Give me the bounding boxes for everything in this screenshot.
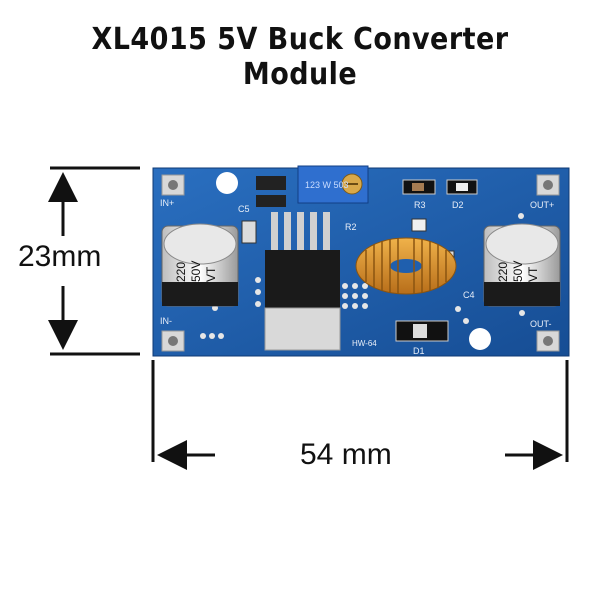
capacitor-left-value: 220 [174, 262, 188, 282]
mounting-hole [469, 328, 491, 350]
potentiometer: 123 W 503 [297, 165, 369, 204]
label-c5: C5 [238, 204, 250, 214]
capacitor-left-voltage: 50V [189, 261, 203, 282]
label-r2: R2 [345, 222, 357, 232]
capacitor-left-series: VT [204, 266, 218, 282]
terminal-label-out-plus: OUT+ [530, 200, 554, 210]
label-d1: D1 [413, 346, 425, 356]
height-dimension-label: 23mm [18, 240, 102, 273]
xl4015-chip [264, 212, 341, 351]
label-r3: R3 [414, 200, 426, 210]
capacitor-right-series: VT [526, 266, 540, 282]
inductor-coil [355, 237, 457, 295]
label-c4: C4 [463, 290, 475, 300]
capacitor-left: 220 50V VT [161, 223, 239, 307]
width-dimension-arrow [151, 360, 569, 470]
label-d2: D2 [452, 200, 464, 210]
label-hw: HW-64 [352, 339, 377, 348]
capacitor-right-voltage: 50V [511, 261, 525, 282]
terminal-label-out-minus: OUT- [530, 319, 552, 329]
mounting-hole [216, 172, 238, 194]
width-dimension-label: 54 mm [300, 438, 392, 471]
potentiometer-marking: 123 W 503 [305, 180, 349, 190]
capacitor-right: 220 50V VT [483, 223, 561, 307]
terminal-label-in-plus: IN+ [160, 198, 174, 208]
capacitor-right-value: 220 [496, 262, 510, 282]
product-title: XL4015 5V Buck Converter Module [91, 22, 509, 92]
height-dimension-arrow [48, 166, 140, 356]
terminal-label-in-minus: IN- [160, 316, 172, 326]
